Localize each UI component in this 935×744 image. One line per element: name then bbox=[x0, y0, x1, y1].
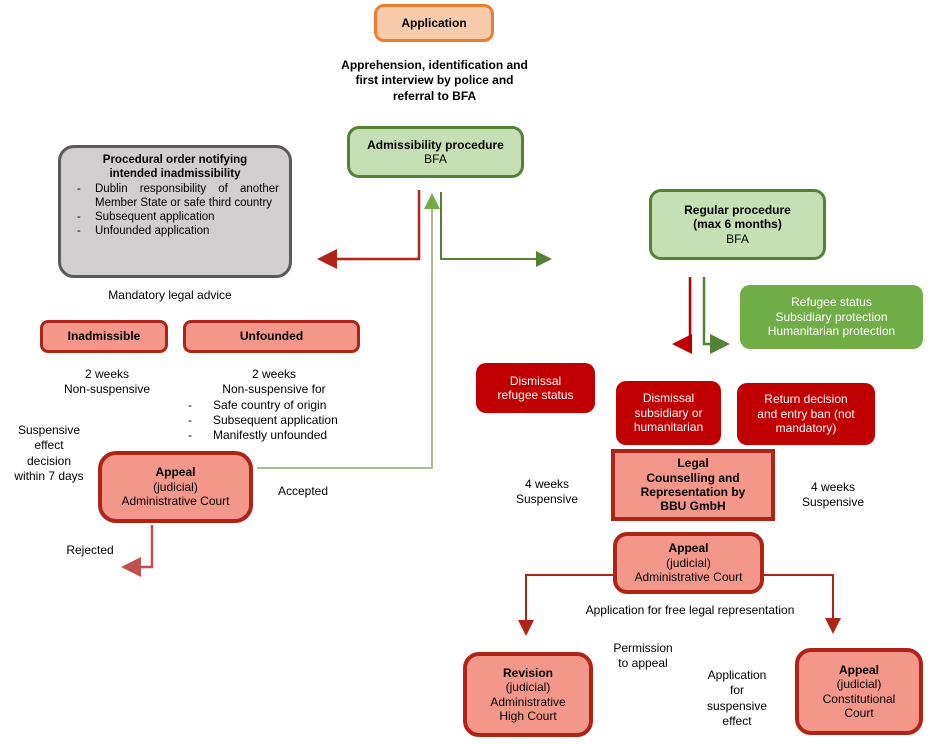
rejected-label: Rejected bbox=[66, 543, 114, 557]
arrow-admissibility-to-regular-procedure bbox=[440, 192, 552, 267]
procedural-order-item-text: Subsequent application bbox=[95, 210, 215, 223]
revision-administrative-high-court-box: Revision (judicial) Administrative High … bbox=[463, 652, 593, 737]
unfounded-item: - Subsequent application bbox=[186, 413, 362, 428]
dash-bullet: - bbox=[77, 224, 81, 237]
admissibility-sub: BFA bbox=[424, 152, 447, 166]
four-weeks-suspensive-left-note: 4 weeks Suspensive bbox=[515, 477, 579, 507]
admissibility-title: Admissibility procedure bbox=[367, 137, 504, 152]
unfounded-deadline-head: 2 weeks Non-suspensive for bbox=[222, 367, 326, 397]
application-suspensive-effect-note: Application for suspensive effect bbox=[706, 668, 768, 729]
revision-sub: (judicial) Administrative High Court bbox=[490, 680, 566, 723]
dash-bullet: - bbox=[188, 397, 192, 412]
unfounded-item-text: Safe country of origin bbox=[213, 397, 327, 412]
appeal-constitutional-court-box: Appeal (judicial) Constitutional Court bbox=[795, 648, 923, 735]
accepted-label: Accepted bbox=[277, 484, 329, 498]
procedural-order-item: - Unfounded application bbox=[69, 224, 281, 238]
appeal-right-title: Appeal bbox=[668, 541, 709, 556]
protection-granted-box: Refugee status Subsidiary protection Hum… bbox=[740, 285, 923, 349]
regular-procedure-sub: BFA bbox=[726, 231, 749, 246]
legal-counselling-bbu-box: Legal Counselling and Representation by … bbox=[611, 449, 775, 521]
arrow-admissibility-to-procedural-order bbox=[317, 190, 421, 269]
procedural-order-title: Procedural order notifying intended inad… bbox=[102, 154, 248, 180]
unfounded-item-text: Manifestly unfounded bbox=[213, 427, 328, 442]
dash-bullet: - bbox=[77, 182, 81, 195]
application-label: Application bbox=[401, 15, 467, 30]
application-box: Application bbox=[374, 4, 494, 42]
dash-bullet: - bbox=[188, 427, 192, 442]
inadmissible-deadline-note: 2 weeks Non-suspensive bbox=[63, 367, 151, 397]
return-decision-box: Return decision and entry ban (not manda… bbox=[737, 383, 875, 445]
admissibility-procedure-box: Admissibility procedure BFA bbox=[347, 126, 524, 178]
regular-procedure-box: Regular procedure (max 6 months) BFA bbox=[649, 189, 826, 260]
suspensive-effect-note: Suspensive effect decision within 7 days bbox=[14, 423, 84, 484]
unfounded-box: Unfounded bbox=[183, 320, 360, 353]
appeal-right-sub: (judicial) Administrative Court bbox=[634, 555, 743, 585]
unfounded-item: - Safe country of origin bbox=[186, 398, 362, 413]
procedural-order-item-text: Dublin responsibility of another Member … bbox=[95, 182, 279, 209]
four-weeks-suspensive-right-note: 4 weeks Suspensive bbox=[801, 480, 865, 510]
arrow-regular-negative bbox=[672, 277, 692, 354]
dash-bullet: - bbox=[188, 412, 192, 427]
constitutional-title: Appeal bbox=[838, 662, 879, 677]
revision-title: Revision bbox=[502, 665, 553, 680]
procedural-order-box: Procedural order notifying intended inad… bbox=[58, 145, 292, 278]
appeal-administrative-court-left-box: Appeal (judicial) Administrative Court bbox=[98, 451, 253, 523]
appeal-left-title: Appeal bbox=[155, 465, 196, 480]
dismissal-subsidiary-box: Dismissal subsidiary or humanitarian bbox=[616, 381, 721, 445]
unfounded-label: Unfounded bbox=[239, 329, 304, 344]
inadmissible-box: Inadmissible bbox=[40, 320, 168, 353]
procedural-order-item: - Dublin responsibility of another Membe… bbox=[69, 182, 281, 210]
regular-procedure-title: Regular procedure (max 6 months) bbox=[684, 202, 791, 232]
appeal-administrative-court-right-box: Appeal (judicial) Administrative Court bbox=[613, 532, 764, 594]
procedural-order-item-text: Unfounded application bbox=[95, 224, 210, 237]
mandatory-legal-advice-note: Mandatory legal advice bbox=[108, 288, 232, 302]
apprehension-note: Apprehension, identification and first i… bbox=[341, 58, 528, 103]
unfounded-item: - Manifestly unfounded bbox=[186, 428, 362, 443]
appeal-left-sub: (judicial) Administrative Court bbox=[121, 479, 230, 509]
free-legal-representation-note: Application for free legal representatio… bbox=[585, 603, 795, 617]
arrow-regular-to-protection bbox=[702, 277, 730, 354]
dismissal-refugee-status-box: Dismissal refugee status bbox=[476, 363, 595, 413]
dash-bullet: - bbox=[77, 210, 81, 223]
permission-to-appeal-note: Permission to appeal bbox=[613, 641, 673, 671]
inadmissible-label: Inadmissible bbox=[67, 329, 141, 344]
unfounded-deadline-note: 2 weeks Non-suspensive for - Safe countr… bbox=[186, 367, 362, 443]
unfounded-item-text: Subsequent application bbox=[213, 412, 338, 427]
procedural-order-item: - Subsequent application bbox=[69, 210, 281, 224]
constitutional-sub: (judicial) Constitutional Court bbox=[822, 677, 896, 720]
